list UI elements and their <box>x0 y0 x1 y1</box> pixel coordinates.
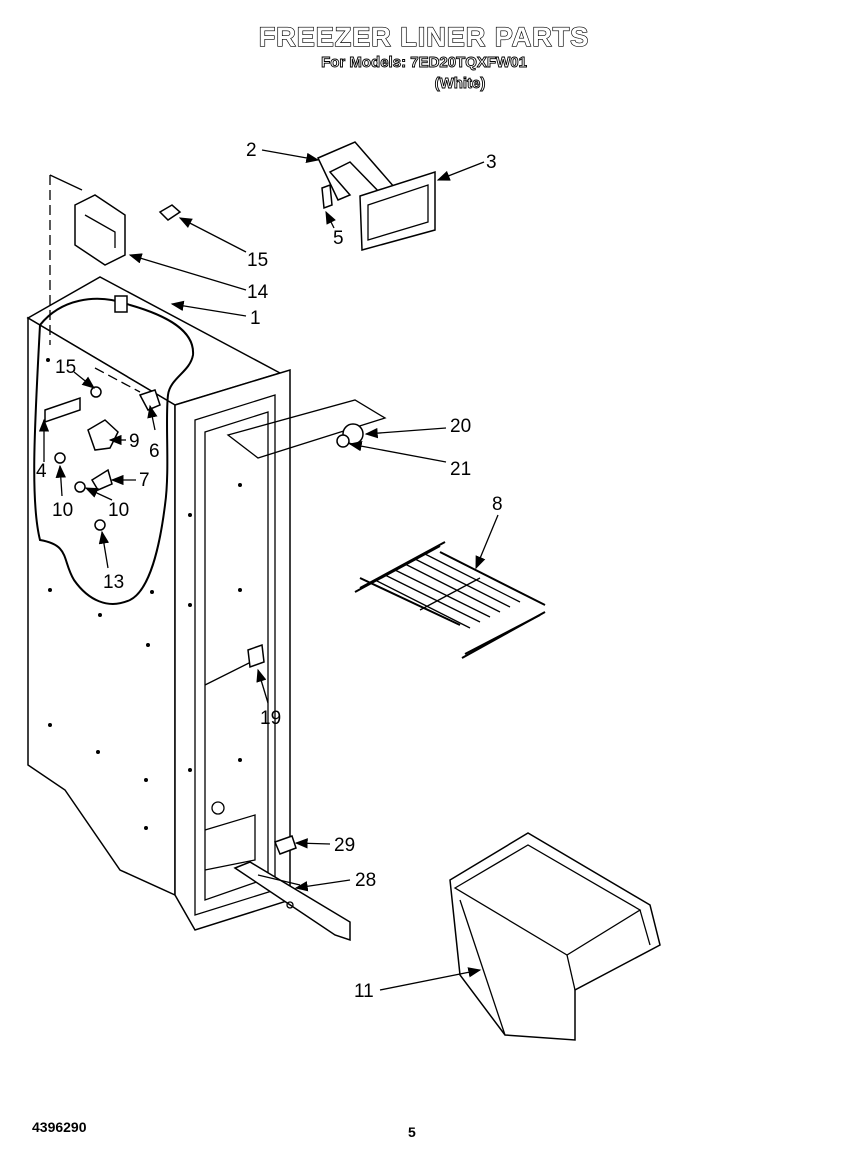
model-color: (White) <box>434 75 486 93</box>
leader-lines <box>38 149 499 991</box>
sensor-bracket <box>226 399 387 459</box>
screw-part-15 <box>158 204 182 221</box>
page-number: 5 <box>408 1124 416 1140</box>
freezer-liner <box>26 276 291 931</box>
callout-15-top: 15 <box>247 250 268 271</box>
bracket-part-14 <box>49 174 126 345</box>
callout-13: 13 <box>103 572 124 593</box>
callout-2: 2 <box>246 140 257 161</box>
callout-29: 29 <box>334 835 355 856</box>
callout-28: 28 <box>355 870 376 891</box>
callout-labels: 2 3 5 15 14 1 15 9 6 4 7 10 10 13 20 21 … <box>36 140 503 1002</box>
storage-bin <box>449 832 661 1041</box>
callout-7: 7 <box>139 470 150 491</box>
callout-21: 21 <box>450 459 471 480</box>
wire-shelf <box>354 541 546 659</box>
switch-part-19 <box>247 643 265 669</box>
callout-10-right: 10 <box>108 500 129 521</box>
callout-11: 11 <box>354 981 374 1002</box>
page-title: FREEZER LINER PARTS <box>258 21 590 52</box>
callout-14: 14 <box>247 282 269 303</box>
callout-1: 1 <box>250 308 261 329</box>
model-number: For Models: 7ED20TQXFW01 <box>321 54 528 72</box>
callout-9: 9 <box>129 431 140 452</box>
callout-6: 6 <box>149 441 160 462</box>
callout-10-left: 10 <box>52 500 73 521</box>
rail-part-28 <box>233 835 351 942</box>
callout-20: 20 <box>450 416 471 437</box>
document-number: 4396290 <box>32 1119 87 1135</box>
callout-5: 5 <box>333 228 344 249</box>
callout-19: 19 <box>260 708 281 729</box>
callout-15: 15 <box>55 357 76 378</box>
callout-4: 4 <box>36 461 47 482</box>
light-assembly <box>316 141 436 251</box>
callout-3: 3 <box>486 152 497 173</box>
callout-8: 8 <box>492 494 503 515</box>
